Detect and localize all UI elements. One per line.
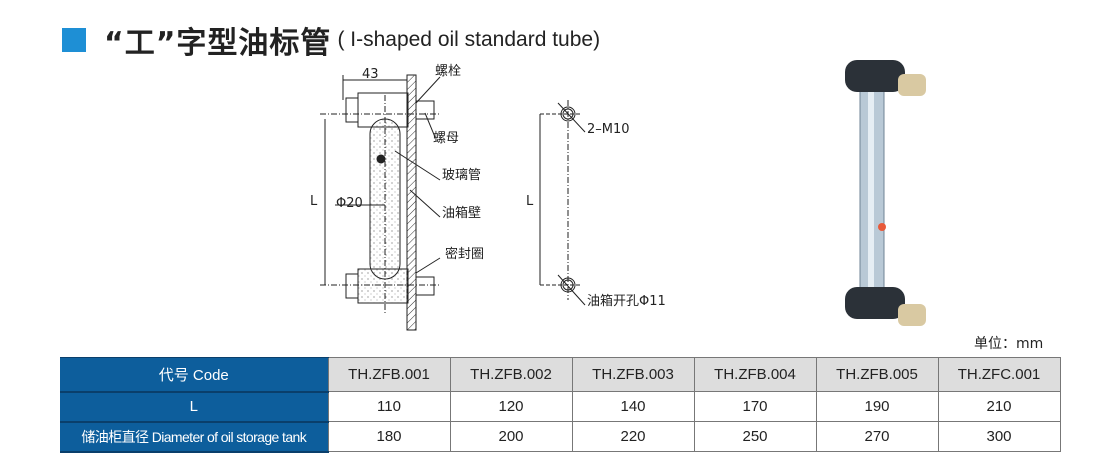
table-row-length: L 110 120 140 170 190 210 <box>60 391 1061 423</box>
tank-wall-label: 油箱壁 <box>442 205 481 221</box>
length-label-2: L <box>526 194 534 209</box>
title-bullet-square <box>62 28 86 52</box>
seal-ring-label: 密封圈 <box>445 246 484 262</box>
title-chinese: “工”字型油标管 <box>104 26 332 61</box>
cell-diameter: 250 <box>693 421 817 452</box>
cell-length: 210 <box>937 391 1061 422</box>
cell-code: TH.ZFB.004 <box>693 357 817 392</box>
tank-hole-label: 油箱开孔Φ11 <box>587 293 666 309</box>
glass-tube-label: 玻璃管 <box>442 168 481 183</box>
title-english: ( I-shaped oil standard tube) <box>337 28 601 51</box>
cell-length: 140 <box>571 391 695 422</box>
cell-code: TH.ZFC.001 <box>937 357 1061 392</box>
table-row-code: 代号 Code TH.ZFB.001 TH.ZFB.002 TH.ZFB.003… <box>60 357 1061 393</box>
cell-code: TH.ZFB.001 <box>327 357 451 392</box>
nut-label: 螺母 <box>433 131 459 146</box>
technical-drawing: 43 螺栓 螺母 玻璃管 油箱壁 Φ20 密封圈 L 2–M10 L 油箱开孔Φ… <box>310 64 666 331</box>
dim-width-label: 43 <box>362 67 379 82</box>
cell-length: 170 <box>693 391 817 422</box>
cell-diameter: 220 <box>571 421 695 452</box>
cell-length: 120 <box>449 391 573 422</box>
length-label: L <box>310 194 318 209</box>
cell-diameter: 300 <box>937 421 1061 452</box>
cell-code: TH.ZFB.002 <box>449 357 573 392</box>
table-row-diameter: 储油柜直径 Diameter of oil storage tank 180 2… <box>60 421 1061 453</box>
cell-length: 110 <box>327 391 451 422</box>
row-header-length: L <box>60 391 328 423</box>
hole-view <box>539 100 586 306</box>
side-view <box>320 74 441 331</box>
diameter-label: Φ20 <box>336 196 363 211</box>
cell-diameter: 200 <box>449 421 573 452</box>
unit-label: 单位：mm <box>974 336 1044 352</box>
cell-code: TH.ZFB.005 <box>815 357 939 392</box>
row-header-diameter: 储油柜直径 Diameter of oil storage tank <box>60 421 328 453</box>
product-photo <box>845 60 926 326</box>
cell-diameter: 180 <box>327 421 451 452</box>
cell-length: 190 <box>815 391 939 422</box>
bolt-label: 螺栓 <box>435 64 461 79</box>
cell-code: TH.ZFB.003 <box>571 357 695 392</box>
cell-diameter: 270 <box>815 421 939 452</box>
row-header-code: 代号 Code <box>60 357 328 393</box>
spec-table: 代号 Code TH.ZFB.001 TH.ZFB.002 TH.ZFB.003… <box>60 357 1061 453</box>
holes-label: 2–M10 <box>587 122 630 137</box>
page-title: “工”字型油标管 ( I-shaped oil standard tube) <box>62 18 600 62</box>
